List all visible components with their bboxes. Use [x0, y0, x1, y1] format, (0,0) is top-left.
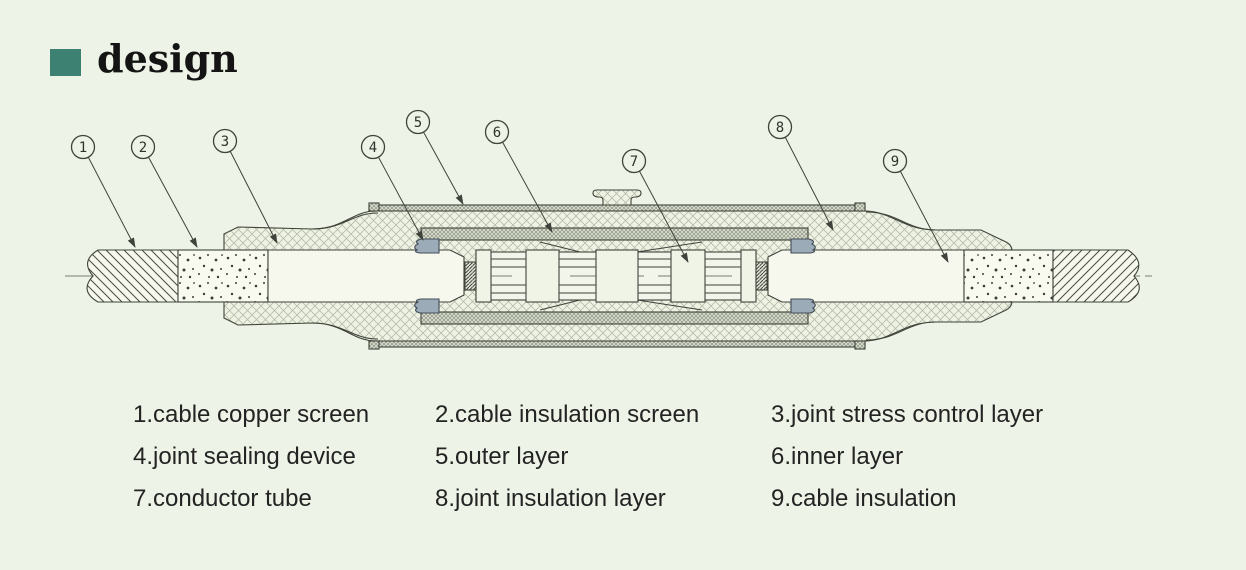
- sealing-device-bottom-left: [414, 298, 440, 314]
- callout-9-number: 9: [891, 154, 899, 170]
- callout-5-number: 5: [414, 115, 422, 131]
- outer-layer-bottom-tab-right: [854, 340, 866, 350]
- callout-8: [767, 114, 793, 140]
- outer-layer-top: [368, 204, 866, 212]
- outer-layer-top-tab-left: [368, 202, 380, 212]
- leader-5: [417, 121, 464, 205]
- callout-6: [484, 119, 510, 145]
- callout-7-number: 7: [630, 154, 638, 170]
- callout-9: [882, 148, 908, 174]
- ferrule-right: [755, 261, 768, 291]
- tube-collar-1: [475, 249, 492, 303]
- callout-5: [405, 109, 431, 135]
- leader-7: [633, 160, 689, 263]
- sealing-device-bottom-right: [790, 298, 816, 314]
- leader-4: [372, 146, 424, 241]
- tube-collar-5: [740, 249, 757, 303]
- cable-copper-screen-right: [1052, 249, 1140, 303]
- stress-control-boundary-top-left: [311, 212, 379, 230]
- tube-collar-3: [595, 249, 639, 303]
- sealing-device-top-right: [790, 238, 816, 254]
- outer-layer-top-tab-right: [854, 202, 866, 212]
- callout-4: [360, 134, 386, 160]
- stress-control-boundary-top-right: [865, 211, 937, 231]
- cable-insulation-screen-left: [177, 249, 269, 303]
- inner-layer-top: [420, 227, 809, 241]
- stress-control-boundary-bottom-left: [311, 322, 379, 340]
- inner-layer-taper-lines: [539, 241, 703, 311]
- tube-collar-4: [670, 249, 706, 303]
- accent-square-icon: [50, 49, 81, 76]
- legend-item-2: 2.cable insulation screen: [435, 401, 700, 428]
- callout-1: [70, 134, 96, 160]
- outer-layer-bottom-tab-left: [368, 340, 380, 350]
- legend-item-7: 7.conductor tube: [133, 485, 312, 512]
- legend-item-6: 6.inner layer: [771, 443, 904, 470]
- legend: 1.cable copper screen 2.cable insulation…: [133, 394, 1141, 520]
- leader-1: [82, 146, 136, 248]
- legend-item-3: 3.joint stress control layer: [771, 401, 1044, 428]
- leader-8: [779, 126, 834, 231]
- leader-2: [142, 146, 198, 248]
- tube-collar-2: [525, 249, 560, 303]
- stress-control-boundary-bottom-right: [865, 321, 937, 341]
- filling-port-bump: [592, 189, 642, 206]
- callout-3-number: 3: [221, 134, 229, 150]
- callout-6-number: 6: [493, 125, 501, 141]
- callout-2-number: 2: [139, 140, 147, 156]
- legend-item-9: 9.cable insulation: [771, 485, 957, 512]
- legend-item-5: 5.outer layer: [435, 443, 569, 470]
- leader-3: [224, 140, 278, 244]
- legend-item-4: 4.joint sealing device: [133, 443, 356, 470]
- legend-item-1: 1.cable copper screen: [133, 401, 370, 428]
- callout-1-number: 1: [79, 140, 87, 156]
- inner-layer-bottom: [420, 311, 809, 325]
- callout-3: [212, 128, 238, 154]
- page-title: design: [97, 36, 238, 81]
- callout-4-number: 4: [369, 140, 377, 156]
- ferrule-left: [464, 261, 477, 291]
- cable-insulation-screen-right: [963, 249, 1054, 303]
- callout-2: [130, 134, 156, 160]
- callout-8-number: 8: [776, 120, 784, 136]
- cable-insulation-left: [267, 249, 465, 303]
- cable-copper-screen-left: [86, 249, 179, 303]
- outer-layer-bottom: [368, 340, 866, 348]
- cable-insulation-right: [767, 249, 965, 303]
- sealing-device-top-left: [414, 238, 440, 254]
- leader-9: [894, 160, 949, 263]
- leader-6: [496, 131, 553, 233]
- callout-7: [621, 148, 647, 174]
- legend-item-8: 8.joint insulation layer: [435, 485, 666, 512]
